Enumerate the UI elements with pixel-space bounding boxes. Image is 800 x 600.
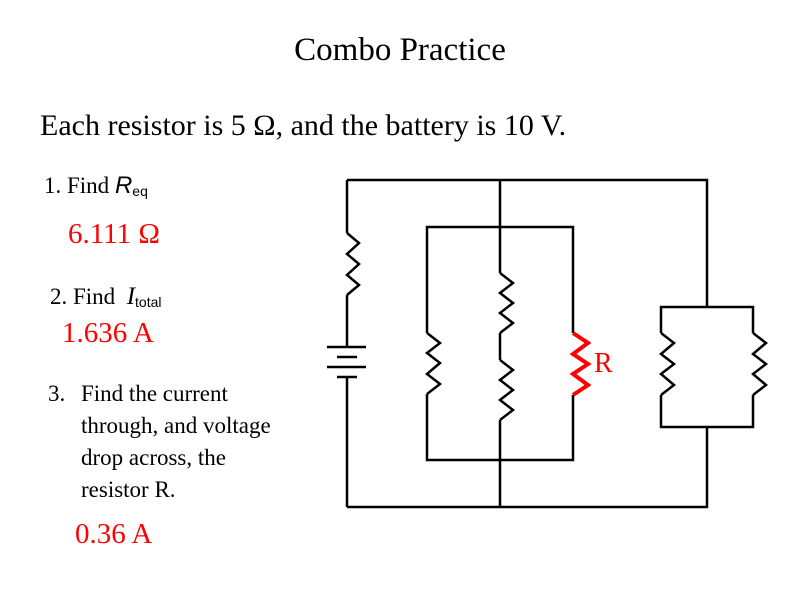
wire-right-group-bottom [659,395,755,429]
wire-top [347,178,709,307]
question-number: 1. [44,173,62,198]
resistor-outer-left [345,232,361,296]
question-line: resistor R. [81,477,176,502]
resistor-r-label: R [594,348,613,379]
question-line: Find the current [81,381,228,406]
wire-right-group-top [659,305,755,333]
question-prefix: Find [73,284,121,309]
question-number: 3. [48,381,66,406]
question-prefix: Find [67,173,115,198]
wire-inner-top [425,225,575,333]
wire-inner-bottom [425,394,575,462]
variable-i: I [126,283,136,310]
resistor-middle-1 [497,272,516,334]
resistor-inner-left [424,332,443,395]
question-line: through, and voltage [81,413,271,438]
question-3-text: Find the current through, and voltage dr… [81,378,271,506]
subscript-total: total [135,294,162,310]
question-line: drop across, the [81,445,226,470]
answer-1: 6.111 Ω [68,218,160,250]
answer-3: 0.36 A [75,518,153,550]
resistor-right-parallel-left [659,332,677,396]
slide-title: Combo Practice [294,32,506,68]
question-2: 2. Find Itotal [50,281,161,318]
resistor-middle-2 [497,359,516,421]
wire-bottom [347,427,709,509]
subscript-eq: eq [132,183,148,199]
question-1: 1. Find Req [44,170,148,207]
answer-2: 1.636 A [62,317,154,349]
resistor-r-highlighted [569,331,592,397]
problem-statement: Each resistor is 5 Ω, and the battery is… [40,109,567,142]
resistor-right-parallel-right [751,332,769,396]
question-number: 2. [50,284,68,309]
variable-r: R [114,172,133,199]
